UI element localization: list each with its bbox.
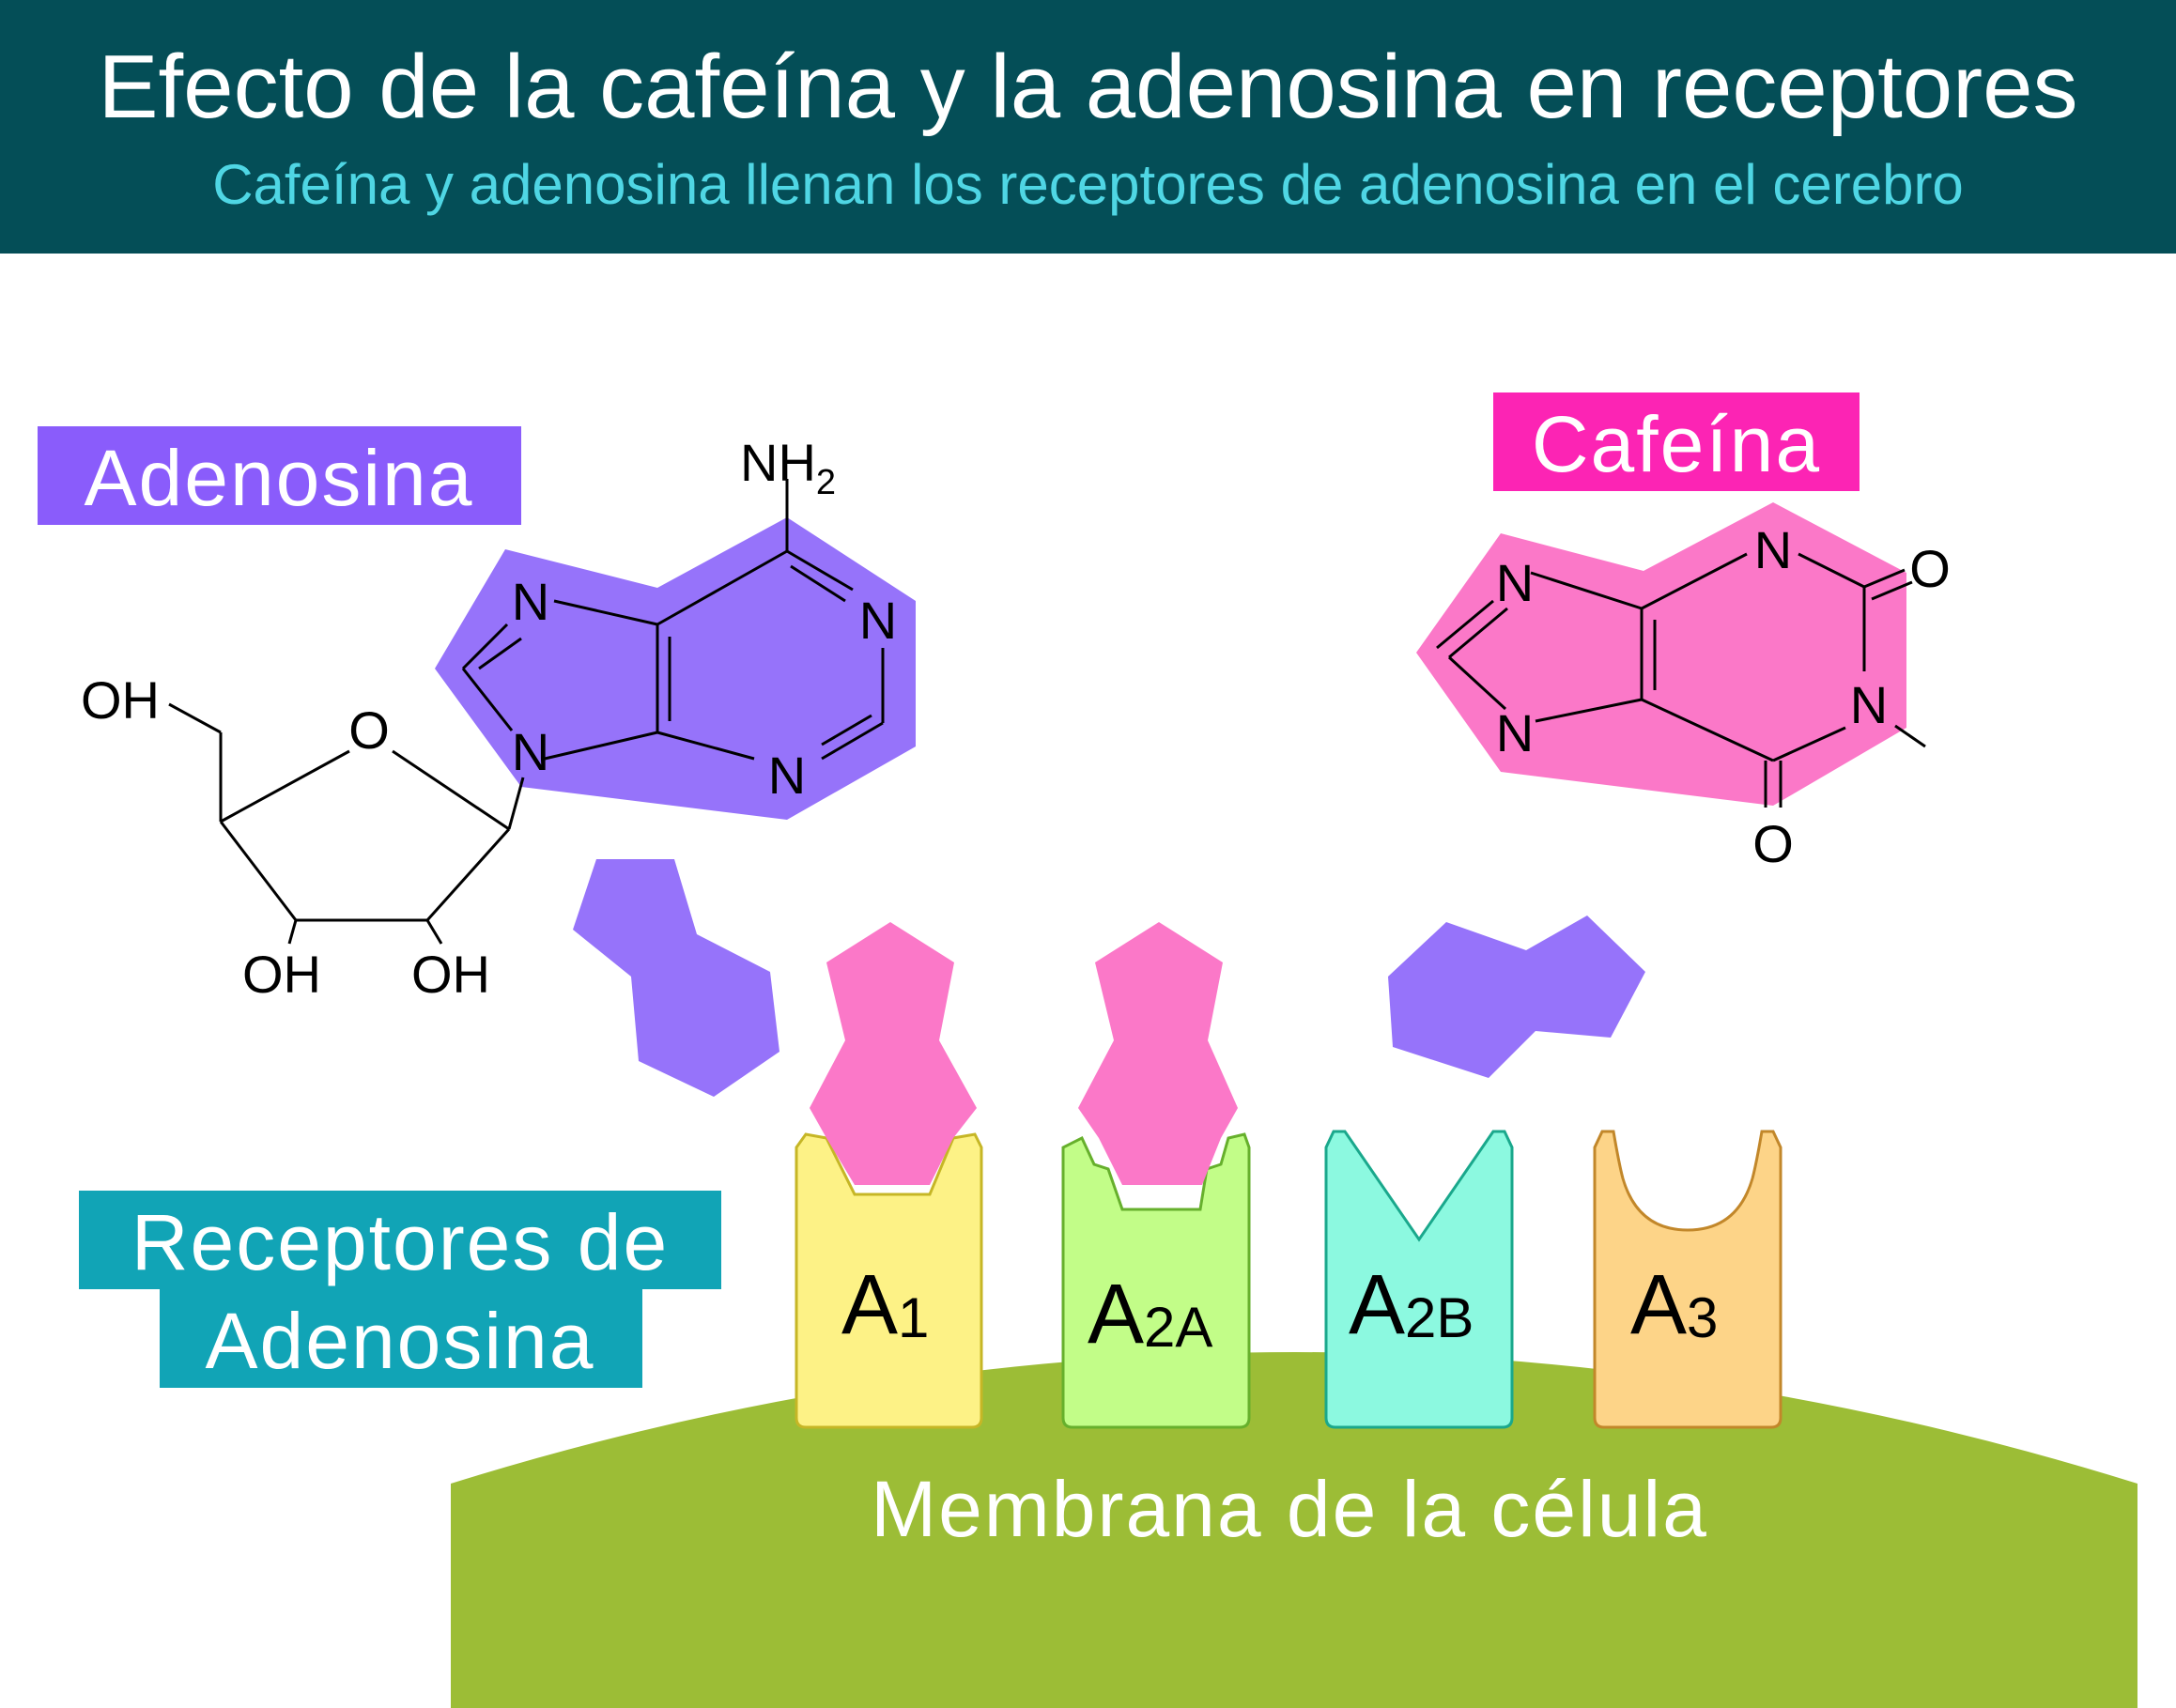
- receptor-a1: A1: [795, 1132, 983, 1429]
- adenine-highlight: [435, 517, 916, 820]
- adenosine-label: Adenosina: [38, 426, 521, 525]
- caffeine-label-text: Cafeína: [1532, 400, 1821, 488]
- receptor-a2a-label: A2A: [1088, 1268, 1212, 1362]
- receptor-a2b: A2B: [1324, 1130, 1514, 1429]
- hydroxyl-2-label: OH: [411, 945, 490, 1004]
- hydroxyl-3-label: OH: [242, 945, 321, 1004]
- caffeine-n3-atom: N: [1754, 520, 1792, 579]
- cell-membrane: [451, 1352, 2137, 1708]
- n3-atom: N: [768, 746, 806, 805]
- amino-group: NH2: [740, 433, 836, 502]
- xanthine-highlight: [1416, 502, 1906, 806]
- receptors-label-line2: Adenosina: [206, 1297, 595, 1385]
- receptors-label: Receptores de Adenosina: [79, 1191, 721, 1388]
- n7-atom: N: [512, 572, 549, 631]
- caffeine-n1-atom: N: [1850, 675, 1888, 734]
- caffeine-n9-atom: N: [1496, 703, 1534, 762]
- receptor-a3: A3: [1593, 1130, 1782, 1429]
- receptor-a3-label: A3: [1630, 1258, 1718, 1352]
- page-title: Efecto de la cafeína y la adenosina en r…: [98, 37, 2078, 137]
- receptor-a2b-label: A2B: [1349, 1258, 1474, 1352]
- caffeine-n7-atom: N: [1496, 553, 1534, 612]
- ring-oxygen-atom: O: [348, 700, 390, 760]
- hydroxyl-5-label: OH: [81, 670, 160, 730]
- adenosine-molecule: O OH OH OH N N N N NH2: [81, 433, 916, 1004]
- caffeine-o2-atom: O: [1909, 539, 1951, 598]
- n1-atom: N: [859, 591, 897, 650]
- free-adenosine-shape-right: [1388, 916, 1645, 1078]
- page-subtitle: Cafeína y adenosina llenan los receptore…: [212, 153, 1964, 216]
- receptor-a2a: A2A: [1061, 1132, 1251, 1429]
- n9-atom: N: [512, 722, 549, 781]
- caffeine-molecule: N N N N O O: [1416, 502, 1951, 873]
- membrane-label: Membrana de la célula: [871, 1465, 1708, 1553]
- caffeine-label: Cafeína: [1493, 392, 1860, 491]
- caffeine-o6-atom: O: [1752, 814, 1794, 873]
- caffeine-bound-a2a: [1078, 922, 1238, 1185]
- header-banner: Efecto de la cafeína y la adenosina en r…: [0, 0, 2176, 254]
- receptor-a1-label: A1: [841, 1258, 929, 1352]
- adenosine-label-text: Adenosina: [85, 434, 474, 522]
- free-adenosine-shape-left: [573, 859, 779, 1097]
- caffeine-bound-a1: [810, 922, 977, 1185]
- receptors-label-line1: Receptores de: [131, 1198, 669, 1286]
